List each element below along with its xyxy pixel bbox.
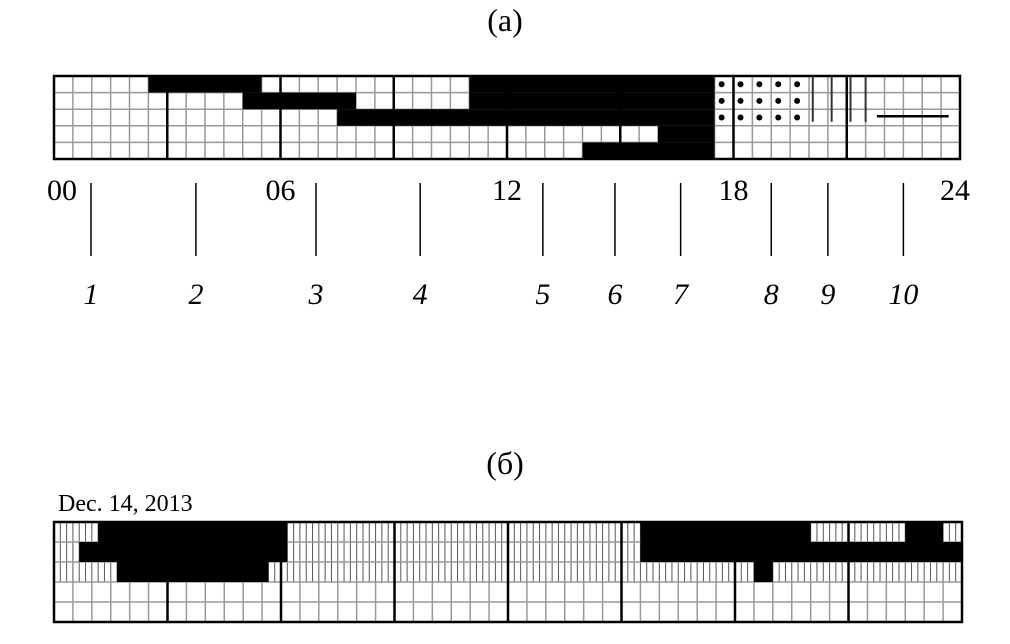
panel-a-dot-mark (737, 81, 744, 88)
axis-label-12: 12 (492, 174, 522, 207)
panel-a-dot-mark (718, 81, 725, 88)
panel-b-activity-bar (98, 522, 288, 542)
panel-a-activity-bar (582, 142, 715, 159)
panel-b-activity-bar (753, 562, 773, 582)
panel-a-dot-mark (737, 97, 744, 104)
panel-a-dot-mark (756, 114, 763, 121)
panel-a-activity-bar (469, 76, 715, 93)
marker-label-3: 3 (308, 278, 324, 311)
axis-label-24: 24 (940, 174, 970, 207)
panel-a-activity-bar (242, 92, 356, 110)
panel-a-dot-mark (775, 97, 782, 104)
panel-a-dot-mark (794, 97, 801, 104)
panel-b-activity-bar (117, 562, 269, 582)
panel-a-dot-mark (718, 97, 725, 104)
panel-a-dot-mark (756, 81, 763, 88)
panel-a-dot-mark (718, 114, 725, 121)
panel-b-activity-bar (640, 542, 962, 562)
panel-a-frame (52, 74, 962, 161)
panel-b-date: Dec. 14, 2013 (58, 491, 193, 517)
marker-label-9: 9 (820, 278, 836, 311)
marker-label-5: 5 (535, 278, 551, 311)
panel-a-title: (а) (487, 2, 523, 38)
panel-b-activity-bar (905, 522, 944, 542)
panel-a-activity-bar (469, 92, 715, 110)
panel-a-dot-mark (756, 97, 763, 104)
axis-label-00: 00 (47, 174, 77, 207)
panel-a-dot-mark (737, 114, 744, 121)
marker-label-4: 4 (412, 278, 428, 311)
axis-label-06: 06 (265, 174, 296, 207)
panel-a-activity-bar (148, 76, 262, 93)
panel-a-dot-mark (794, 81, 801, 88)
axis-label-18: 18 (718, 174, 749, 207)
panel-b-activity-bar (640, 522, 811, 542)
panel-b-activity-bar (79, 542, 288, 562)
marker-label-8: 8 (763, 278, 779, 311)
panel-a-dot-mark (775, 81, 782, 88)
panel-b-title: (б) (486, 445, 524, 481)
panel-a-activity-bar (658, 125, 715, 143)
marker-label-1: 1 (83, 278, 99, 311)
marker-label-10: 10 (888, 278, 919, 311)
panel-a-dot-mark (794, 114, 801, 121)
marker-label-7: 7 (673, 278, 689, 311)
panel-a-dot-mark (775, 114, 782, 121)
panel-b-frame (52, 520, 964, 624)
marker-label-6: 6 (607, 278, 623, 311)
marker-label-2: 2 (188, 278, 204, 311)
